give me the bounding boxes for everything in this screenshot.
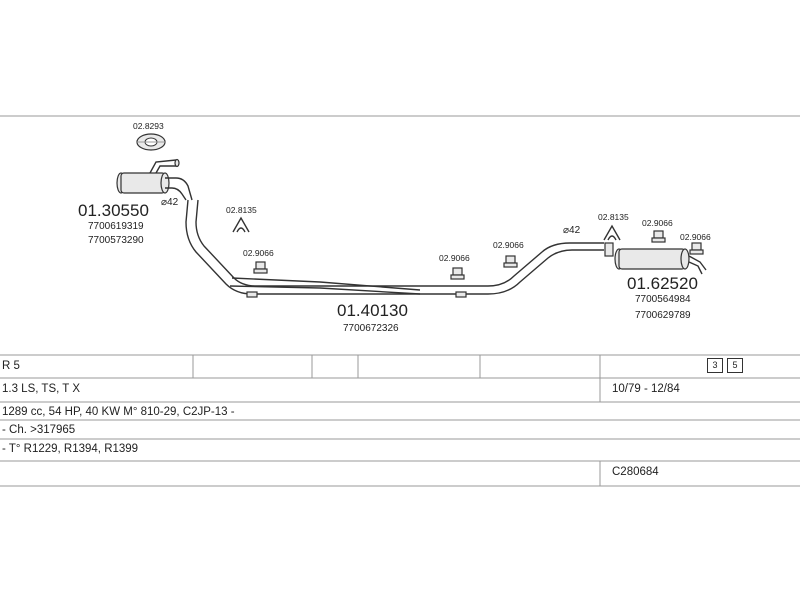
pipe-mounts <box>246 291 467 298</box>
hanger-e <box>689 242 704 255</box>
rear-muffler-label: 01.30550 <box>78 201 149 220</box>
info-table-grid <box>0 354 800 487</box>
bracket-b <box>603 224 621 241</box>
type-cell: - T° R1229, R1394, R1399 <box>2 443 139 455</box>
hanger-e-label: 02.9066 <box>680 232 711 242</box>
front-muffler <box>604 242 707 275</box>
catalog-code-cell: C280684 <box>612 466 659 478</box>
hanger-b <box>450 267 465 280</box>
engine-cell: 1289 cc, 54 HP, 40 KW M° 810-29, C2JP-13… <box>2 406 235 418</box>
front-muffler-label: 01.62520 <box>627 274 698 293</box>
hanger-c <box>503 255 518 268</box>
rear-muffler-oem-2: 7700573290 <box>88 235 144 246</box>
bracket-a-label: 02.8135 <box>226 205 257 215</box>
rear-muffler <box>116 158 193 201</box>
model-cell: R 5 <box>2 360 20 372</box>
bracket-b-label: 02.8135 <box>598 212 629 222</box>
years-cell: 10/79 - 12/84 <box>612 383 680 395</box>
icon-3: 3 <box>707 358 723 373</box>
front-diameter-label: ⌀42 <box>563 225 581 236</box>
rear-clamp <box>136 133 166 151</box>
front-muffler-oem-2: 7700629789 <box>635 310 691 321</box>
hanger-c-label: 02.9066 <box>493 240 524 250</box>
exhaust-pipe <box>185 199 604 295</box>
hanger-a-label: 02.9066 <box>243 248 274 258</box>
rear-diameter-label: ⌀42 <box>161 197 179 208</box>
chassis-cell: - Ch. >317965 <box>2 424 76 436</box>
rear-clamp-label: 02.8293 <box>133 121 164 131</box>
middle-pipe-oem: 7700672326 <box>343 323 399 334</box>
hanger-d-label: 02.9066 <box>642 218 673 228</box>
hanger-d <box>651 230 666 243</box>
icon-5: 5 <box>727 358 743 373</box>
bracket-a <box>232 216 250 233</box>
front-muffler-oem-1: 7700564984 <box>635 294 691 305</box>
rear-muffler-oem-1: 7700619319 <box>88 221 144 232</box>
variants-cell: 1.3 LS, TS, T X <box>2 383 80 395</box>
middle-pipe-label: 01.40130 <box>337 301 408 320</box>
hanger-b-label: 02.9066 <box>439 253 470 263</box>
hanger-a <box>253 261 268 274</box>
